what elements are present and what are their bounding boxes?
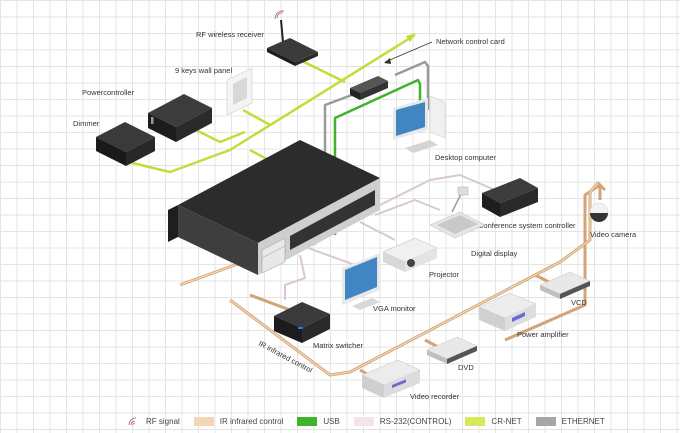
projector[interactable]	[382, 237, 438, 272]
crnet-cable-powercontroller	[189, 125, 246, 144]
dimmer[interactable]	[96, 122, 155, 166]
desktop-computer[interactable]	[393, 95, 446, 153]
rs232-cable-display	[374, 199, 441, 216]
label-powercontroller: Powercontroller	[82, 88, 135, 97]
rs232-cable-vga	[299, 244, 356, 266]
crnet-cable-rf	[299, 58, 346, 84]
ir-cable-camera	[504, 183, 602, 342]
label-vga-monitor: VGA monitor	[373, 304, 416, 313]
rs232-cable-matrix	[284, 254, 306, 300]
dvd[interactable]	[426, 336, 478, 364]
legend-swatch-usb	[297, 416, 318, 426]
rs232-cable-conference	[379, 174, 496, 206]
legend-label: ETHERNET	[561, 416, 605, 426]
legend-swatch-rs232	[353, 416, 374, 426]
legend-item-ir: IR infrared control	[193, 416, 284, 426]
legend-item-rf: RF signal	[128, 416, 180, 426]
crnet-cable-wallpanel	[242, 108, 271, 127]
label-wall-panel: 9 keys wall panel	[175, 66, 232, 75]
video-recorder[interactable]	[361, 359, 421, 398]
legend-item-usb: USB	[297, 416, 340, 426]
legend-label: USB	[323, 416, 340, 426]
ethernet-cable-desktop	[394, 60, 430, 110]
label-dvd: DVD	[458, 363, 474, 372]
conference-system-controller[interactable]	[482, 178, 538, 217]
label-digital-display: Digital display	[471, 249, 518, 258]
label-video-camera: Video camera	[590, 230, 637, 239]
legend-swatch-crnet	[465, 416, 486, 426]
rs232-cable-projector	[359, 221, 396, 241]
legend-label: RS-232(CONTROL)	[379, 416, 452, 426]
power-amplifier[interactable]	[478, 292, 537, 331]
legend-item-crnet: CR-NET	[465, 416, 522, 426]
label-network-card: Network control card	[436, 37, 505, 46]
ir-cable-to-matrix	[249, 293, 291, 312]
legend-label: IR infrared control	[219, 416, 284, 426]
label-video-recorder: Video recorder	[410, 392, 460, 401]
crnet-cable-main	[119, 33, 416, 174]
network-control-card[interactable]	[350, 76, 388, 100]
video-camera[interactable]	[589, 202, 609, 222]
legend-item-rs232: RS-232(CONTROL)	[353, 416, 452, 426]
legend-item-ethernet: ETHERNET	[535, 416, 605, 426]
rf-signal-icon	[274, 10, 285, 20]
network-card-pointer	[384, 41, 433, 63]
legend: RF signal IR infrared control USB RS-232…	[128, 414, 619, 428]
rf-wireless-receiver[interactable]	[267, 10, 318, 66]
legend-swatch-ethernet	[535, 416, 556, 426]
vcd[interactable]	[539, 271, 591, 299]
label-desktop: Desktop computer	[435, 153, 496, 162]
digital-display[interactable]	[429, 186, 486, 239]
vga-monitor[interactable]	[342, 253, 380, 310]
label-power-amplifier: Power amplifier	[517, 330, 569, 339]
label-conference: Conference system controller	[478, 221, 576, 230]
crnet-arrow-icon	[406, 33, 416, 42]
powercontroller[interactable]	[148, 94, 212, 142]
rs232-cables	[284, 174, 496, 300]
rf-signal-icon	[128, 417, 137, 426]
wall-panel[interactable]	[226, 67, 253, 116]
label-rf-receiver: RF wireless receiver	[196, 30, 264, 39]
label-matrix-switcher: Matrix switcher	[313, 341, 364, 350]
label-dimmer: Dimmer	[73, 119, 100, 128]
label-vcd: VCD	[571, 298, 587, 307]
central-control-host[interactable]	[168, 140, 380, 275]
network-card-pointer-arrow-icon	[384, 58, 391, 64]
label-projector: Projector	[429, 270, 460, 279]
legend-swatch-ir	[193, 416, 214, 426]
matrix-switcher[interactable]	[274, 302, 330, 343]
legend-label: RF signal	[146, 416, 180, 426]
legend-label: CR-NET	[491, 416, 522, 426]
